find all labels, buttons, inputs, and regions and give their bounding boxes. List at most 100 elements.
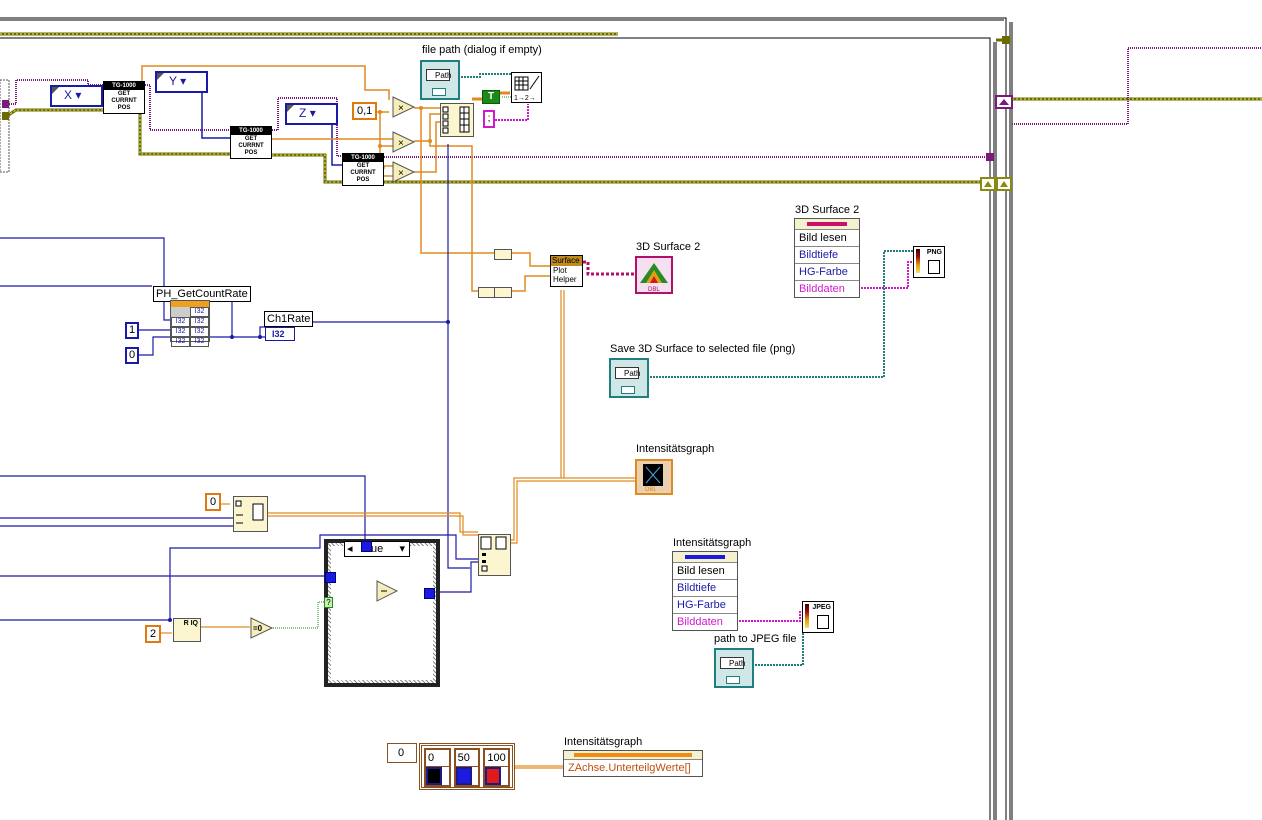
refnum-wire <box>7 47 1262 158</box>
surface-property-node[interactable]: Bild lesen Bildtiefe HG-Farbe Bilddaten <box>794 218 860 298</box>
helper-header: Surface <box>551 256 582 266</box>
to-dbl-conversion-1[interactable] <box>494 249 512 260</box>
to-dbl-conversion-3[interactable] <box>494 287 512 298</box>
jpeg-path-control[interactable]: Path <box>714 648 754 688</box>
zaxis-marker-cell[interactable]: 0 <box>424 748 451 787</box>
constant-one[interactable]: 1 <box>125 322 140 339</box>
quotient-remainder-node[interactable]: R IQ <box>173 618 201 642</box>
zaxis-property-node[interactable]: ZAchse.UnterteilgWerte[] <box>563 750 703 777</box>
surface-plot-icon: DBL <box>640 263 668 293</box>
initialize-array-node[interactable] <box>233 496 268 532</box>
chevron-down-icon: ▾ <box>180 74 187 88</box>
ch1rate-label: Ch1Rate <box>264 311 314 327</box>
intensity-terminal-label: Intensitätsgraph <box>636 443 715 455</box>
case-structure[interactable] <box>324 539 440 687</box>
zaxis-marker-cell[interactable]: 100 <box>483 748 511 787</box>
left-loop-edge <box>0 79 10 173</box>
path-field: Path <box>615 367 640 379</box>
helper-body: Plot Helper <box>553 266 577 284</box>
prop-read-image[interactable]: Bild lesen <box>795 230 859 247</box>
equals-zero-node[interactable]: =0 <box>250 617 274 639</box>
svg-text:×: × <box>398 138 404 149</box>
loop-tunnels <box>2 36 1013 191</box>
prop-bg-color[interactable]: HG-Farbe <box>795 264 859 281</box>
subvi-body: GET CURRNT POS <box>238 136 264 156</box>
save-surface-path-label: Save 3D Surface to selected file (png) <box>610 343 796 355</box>
param-type-cell: I32 <box>190 327 209 337</box>
constant-zero[interactable]: 0 <box>125 347 140 364</box>
zaxis-markers-array[interactable]: 0 50 100 <box>419 743 515 790</box>
multiply-node-z[interactable]: × <box>392 161 416 183</box>
param-type-cell: I32 <box>171 327 190 337</box>
enum-value: Z <box>299 106 307 120</box>
axis-enum-x[interactable]: X ▾ <box>50 85 103 107</box>
marker-value[interactable]: 100 <box>485 750 509 767</box>
prop-image-data[interactable]: Bilddaten <box>795 281 859 297</box>
write-png-node[interactable]: PNG <box>913 246 945 278</box>
write-spreadsheet-node[interactable]: 1→2→ <box>511 72 542 103</box>
boolean-true-constant[interactable]: T <box>482 90 500 104</box>
svg-text:=0: =0 <box>253 624 263 633</box>
delimiter-constant[interactable]: ; <box>483 110 495 128</box>
marker-color-swatch[interactable] <box>426 767 442 785</box>
prop-image-depth[interactable]: Bildtiefe <box>795 247 859 264</box>
zaxis-marker-cell[interactable]: 50 <box>453 748 481 787</box>
build-array-node[interactable] <box>440 103 474 137</box>
case-selector[interactable]: ◂ True ▾ <box>344 541 410 557</box>
tg1000-get-pos-x[interactable]: TG-1000 GET CURRNT POS <box>103 81 145 114</box>
tg1000-get-pos-y[interactable]: TG-1000 GET CURRNT POS <box>230 126 272 159</box>
multiply-node-y[interactable]: × <box>392 131 416 153</box>
refnum-bar <box>807 222 847 226</box>
array-index-control[interactable]: 0 <box>387 743 417 763</box>
prev-case-icon[interactable]: ◂ <box>347 543 353 555</box>
save-surface-path-control[interactable]: Path <box>609 358 649 398</box>
multiply-node-x[interactable]: × <box>392 96 416 118</box>
subtract-node[interactable] <box>376 580 398 602</box>
enum-value: X <box>64 88 73 102</box>
init-value-constant[interactable]: 0 <box>205 493 222 511</box>
build-array-icon <box>442 106 470 134</box>
marker-color-swatch[interactable] <box>455 767 472 785</box>
enum-value: Y <box>169 74 177 88</box>
format-label: PNG <box>926 249 942 256</box>
tg1000-get-pos-z[interactable]: TG-1000 GET CURRNT POS <box>342 153 384 186</box>
empty-cell <box>171 307 190 317</box>
prop-image-data[interactable]: Bilddaten <box>673 614 737 630</box>
surface-ref-wire <box>583 260 635 276</box>
wire-junctions <box>168 320 450 622</box>
axis-enum-y[interactable]: Y ▾ <box>155 71 208 93</box>
intensity-graph-terminal[interactable]: DBL <box>635 459 673 495</box>
file-icon <box>928 260 940 274</box>
axis-enum-z[interactable]: Z ▾ <box>285 103 338 125</box>
color-depth-icon <box>805 604 809 628</box>
file-path-control[interactable]: Path <box>420 60 460 100</box>
string-wires <box>495 104 913 622</box>
intensity-property-node[interactable]: Bild lesen Bildtiefe HG-Farbe Bilddaten <box>672 551 738 631</box>
surface-prop-title: 3D Surface 2 <box>795 204 860 216</box>
replace-array-subset-node[interactable] <box>478 534 511 576</box>
file-icon <box>817 615 829 629</box>
divisor-constant[interactable]: 2 <box>145 625 162 643</box>
marker-value[interactable]: 0 <box>426 750 449 767</box>
marker-color-swatch[interactable] <box>485 767 502 785</box>
format-label: JPEG <box>812 604 831 611</box>
prop-read-image[interactable]: Bild lesen <box>673 563 737 580</box>
marker-value[interactable]: 50 <box>455 750 479 767</box>
prop-image-depth[interactable]: Bildtiefe <box>673 580 737 597</box>
surface-graph-terminal[interactable]: DBL <box>635 256 673 294</box>
subvi-header: TG-1000 <box>231 127 271 135</box>
refnum-bar <box>574 753 692 757</box>
case-tunnel-right <box>424 588 435 599</box>
prop-zaxis-values[interactable]: ZAchse.UnterteilgWerte[] <box>568 762 691 774</box>
write-jpeg-node[interactable]: JPEG <box>802 601 834 633</box>
prop-bg-color[interactable]: HG-Farbe <box>673 597 737 614</box>
jpeg-path-label: path to JPEG file <box>714 633 797 645</box>
chevron-down-icon[interactable]: ▾ <box>399 543 405 555</box>
surface-plot-helper[interactable]: Surface Plot Helper <box>550 255 583 287</box>
ch1rate-indicator[interactable]: I32 <box>265 327 295 341</box>
intensity-wires <box>158 290 635 769</box>
scale-constant[interactable]: 0,1 <box>352 102 378 120</box>
zaxis-prop-title: Intensitätsgraph <box>564 736 643 748</box>
